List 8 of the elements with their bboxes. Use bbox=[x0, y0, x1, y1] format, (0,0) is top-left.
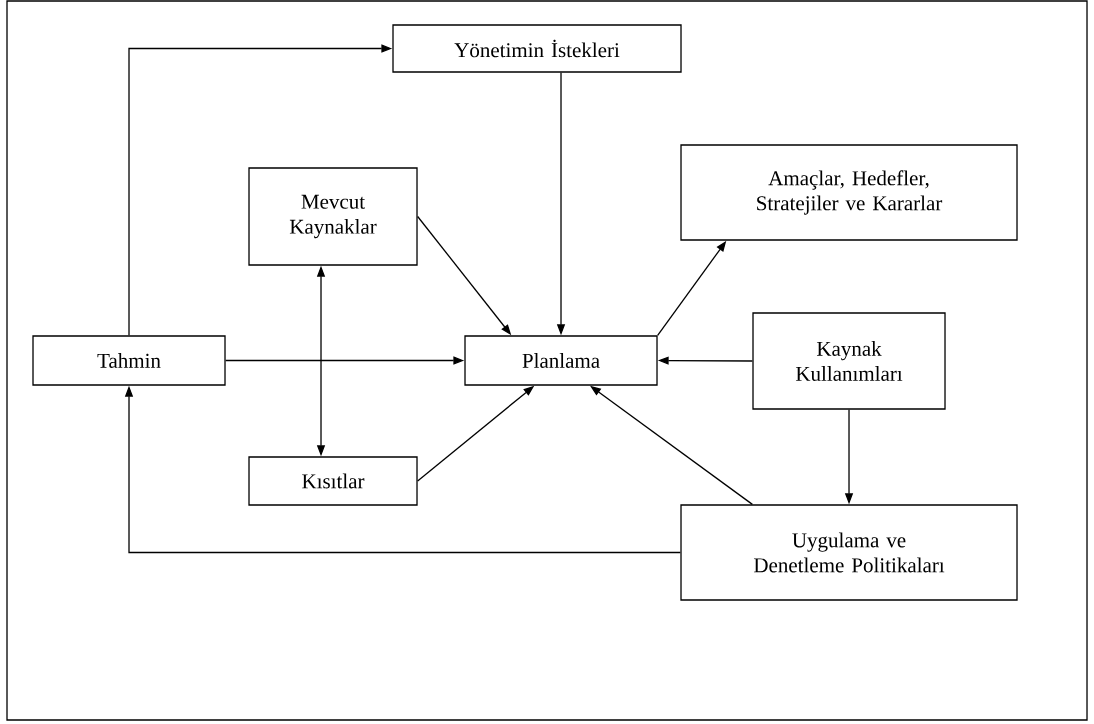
process-box: Mevcut Kaynaklar bbox=[248, 167, 418, 266]
process-box: Planlama bbox=[464, 335, 658, 386]
process-box: Uygulama ve Denetleme Politikaları bbox=[680, 504, 1018, 601]
process-box: Tahmin bbox=[32, 335, 226, 386]
process-box: Kısıtlar bbox=[248, 456, 418, 506]
process-box: Amaçlar, Hedefler, Stratejiler ve Kararlar bbox=[680, 144, 1018, 241]
process-box: Yönetimin İstekleri bbox=[392, 24, 682, 73]
process-box: Kaynak Kullanımları bbox=[752, 312, 946, 410]
